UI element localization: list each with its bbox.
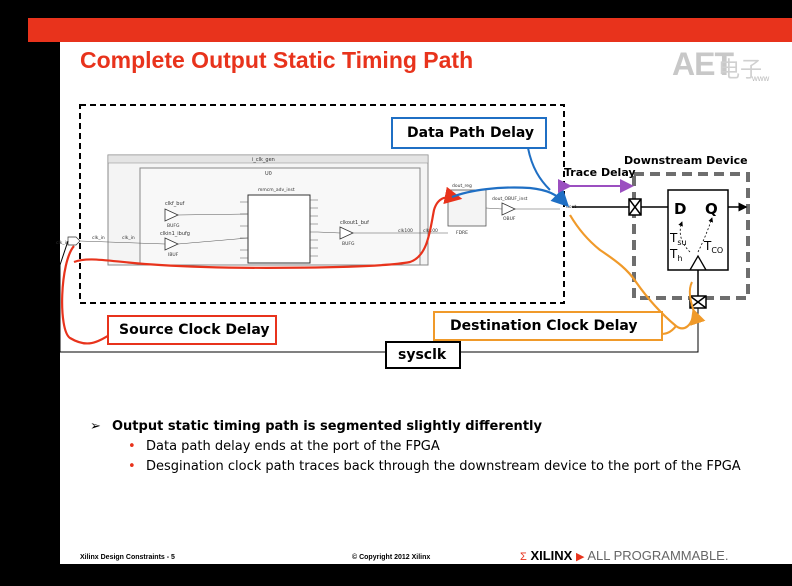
d-pin-label: D xyxy=(674,200,686,218)
i-clk-gen-label: i_clk_gen xyxy=(252,157,275,163)
clk-in-net-label: clk_in xyxy=(92,235,105,241)
fdre-label: FDRE xyxy=(456,230,468,236)
dout-reg-label: dout_reg xyxy=(452,183,472,189)
source-clock-delay-box xyxy=(107,315,277,345)
slide-title: Complete Output Static Timing Path xyxy=(80,47,474,73)
clkout1-buf-label: clkout1_buf xyxy=(340,220,369,226)
source-clock-path xyxy=(61,197,458,345)
clkf-bufg-symbol xyxy=(164,208,179,222)
clock-input-symbol xyxy=(689,254,707,271)
xilinx-mark-icon: Σ xyxy=(520,551,527,563)
clk-in-port xyxy=(67,236,81,246)
d-input-buffer xyxy=(628,198,642,216)
chevron-right-icon: ▶ xyxy=(575,551,585,563)
data-path xyxy=(451,186,570,208)
mmcm-block xyxy=(247,194,311,264)
u0-label: U0 xyxy=(265,171,272,177)
clk-in-port-label: clk_in xyxy=(56,240,69,246)
sysclk-net-left xyxy=(59,240,386,353)
tsu-label: Tsu xyxy=(669,231,687,247)
tco-label: TCO xyxy=(703,239,723,255)
clk-in-net2-label: clk_in xyxy=(122,235,135,241)
ibuf-label: IBUF xyxy=(168,252,179,258)
sysclk-label: sysclk xyxy=(398,347,447,363)
aet-logo-sub: 电子 xyxy=(718,58,763,83)
bullet-main: ➢Output static timing path is segmented … xyxy=(90,419,542,434)
bufg1-label: BUFG xyxy=(167,223,180,229)
clkin1-ibufg-label: clkin1_ibufg xyxy=(160,231,190,237)
source-clock-delay-label: Source Clock Delay xyxy=(119,322,270,338)
bullet-sub-2: •Desgination clock path traces back thro… xyxy=(128,459,741,474)
dot-bullet-icon: • xyxy=(128,439,136,454)
dot-bullet-icon: • xyxy=(128,459,136,474)
dout-label: dout xyxy=(566,204,576,210)
obuf-label: OBUF xyxy=(503,216,516,222)
q-pin-label: Q xyxy=(705,200,718,218)
tsu-th-arrow xyxy=(678,221,691,253)
bufg2-label: BUFG xyxy=(342,241,355,247)
aet-logo-www: www xyxy=(752,74,770,83)
data-path-delay-box xyxy=(391,117,547,149)
downstream-device-label: Downstream Device xyxy=(624,154,748,167)
footer-left: Xilinx Design Constraints - 5 xyxy=(80,554,175,561)
clk100-label: clk100 xyxy=(398,228,413,234)
sysclk-box xyxy=(385,341,461,369)
top-accent-bar xyxy=(28,18,792,42)
trace-delay-label: Trace Delay xyxy=(564,166,636,179)
dout-obuf-label: dout_OBUF_inst xyxy=(492,196,528,202)
data-path-delay-label: Data Path Delay xyxy=(407,125,535,141)
mmcm-label: mmcm_adv_inst xyxy=(258,187,295,193)
th-label: Th xyxy=(669,247,682,263)
bullet-sub-1: •Data path delay ends at the port of the… xyxy=(128,439,440,454)
schematic: i_clk_gen U0 mmcm_adv_inst clkf_buf BUFG xyxy=(56,154,576,266)
aet-logo: AET xyxy=(672,46,734,82)
arrow-bullet-icon: ➢ xyxy=(90,419,101,434)
obuf-symbol xyxy=(501,202,516,216)
xilinx-logo: Σ XILINX ▶ ALL PROGRAMMABLE. xyxy=(520,548,729,563)
data-path-callout-line xyxy=(527,147,551,191)
bullet-list: ➢Output static timing path is segmented … xyxy=(90,418,770,476)
clkf-buf-label: clkf_buf xyxy=(165,201,185,207)
destination-clock-delay-box xyxy=(433,311,663,341)
destination-clock-delay-label: Destination Clock Delay xyxy=(450,318,638,334)
tco-arrow xyxy=(697,217,714,253)
footer-copyright: © Copyright 2012 Xilinx xyxy=(352,554,431,561)
